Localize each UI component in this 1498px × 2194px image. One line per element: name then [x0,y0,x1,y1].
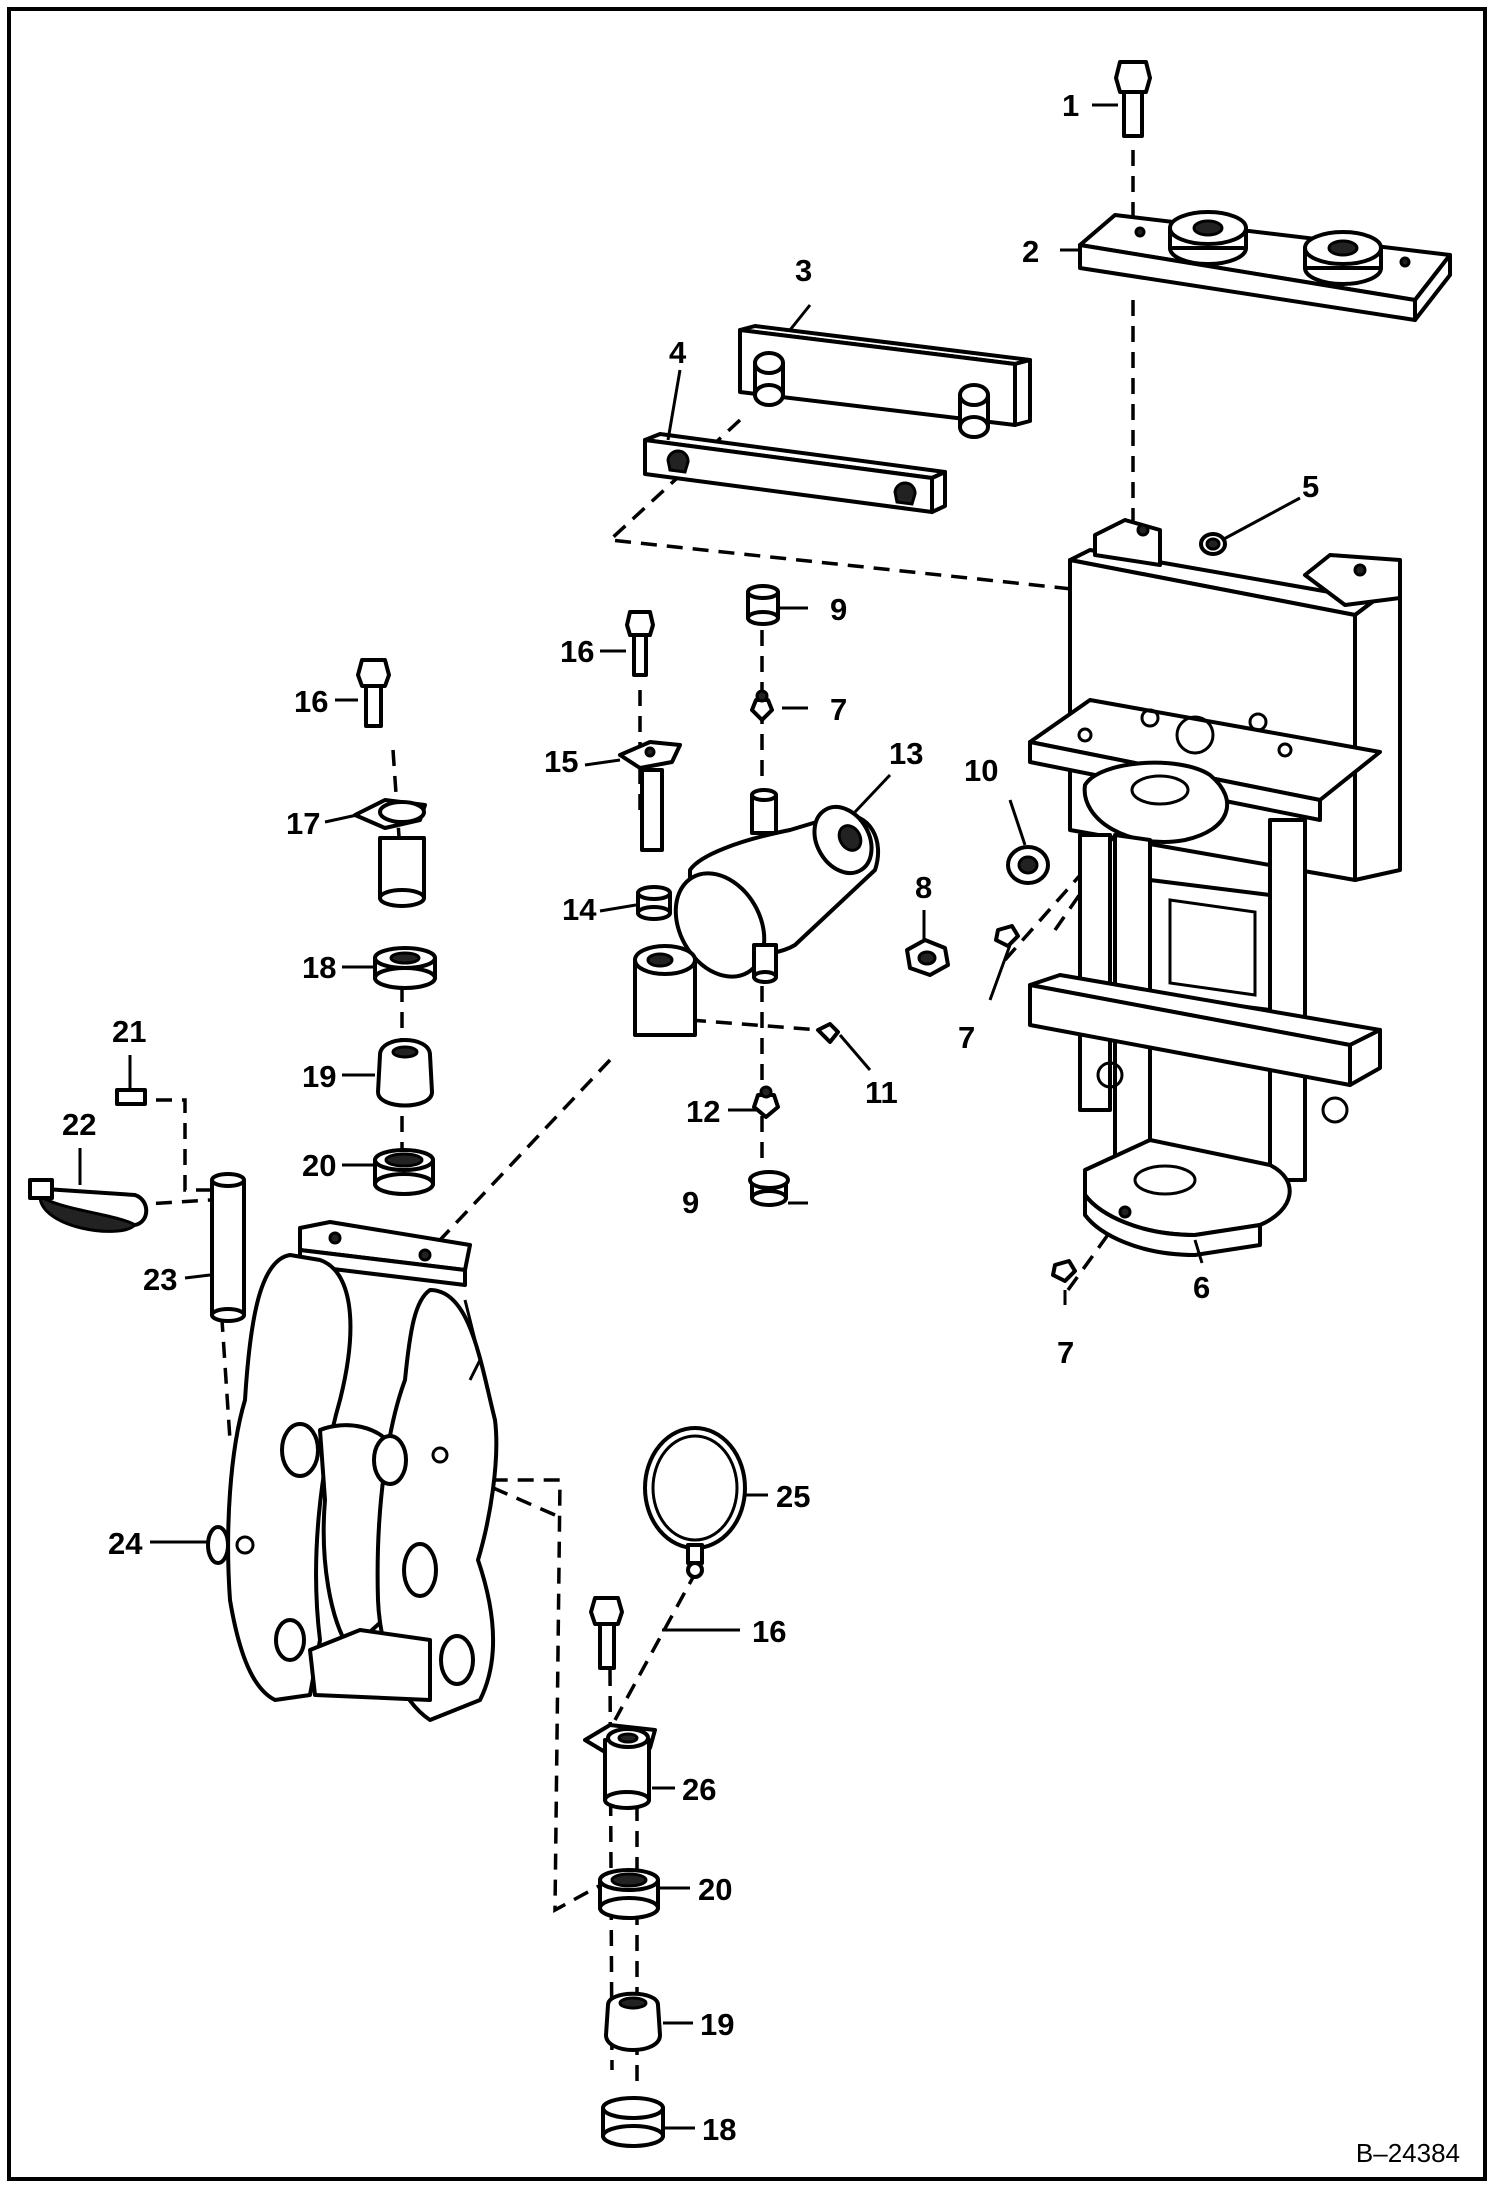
callout-6: 6 [1193,1270,1210,1305]
part-8-hex-nut [905,938,950,977]
part-20-bushing-left [373,1148,435,1196]
part-12-fitting [752,1085,780,1119]
callout-12: 12 [686,1094,720,1129]
callout-1: 1 [1062,88,1079,123]
drawing-code: B–24384 [1356,2138,1460,2168]
part-11-fitting [816,1022,840,1044]
part-7-grease-fittings [750,689,1077,1283]
part-4-shim-plate [643,432,947,514]
callout-18-left: 18 [302,950,336,985]
part-16-bolt-lower [589,1596,624,1670]
callout-19-left: 19 [302,1059,336,1094]
callout-22: 22 [62,1107,96,1142]
callout-19-lower: 19 [700,2007,734,2042]
part-15-pin [618,740,682,852]
part-10-washer [1006,845,1050,885]
callout-5: 5 [1302,469,1319,504]
callout-16-upper: 16 [560,634,594,669]
callout-9-lower: 9 [682,1185,699,1220]
part-5-nut [1199,532,1227,556]
callout-14: 14 [562,892,597,927]
part-23-pin [210,1172,246,1323]
callout-10: 10 [964,753,998,788]
part-16-bolt-left [356,658,391,728]
callout-labels: 1 2 3 4 5 6 7 7 7 8 9 9 10 11 12 13 14 1… [62,88,1319,2147]
part-22-hitch-clip [28,1178,149,1233]
callout-18-lower: 18 [702,2112,736,2147]
callout-7-lower: 7 [1057,1335,1074,1370]
part-19-seal-lower [604,1991,662,2052]
callout-20-lower: 20 [698,1872,732,1907]
callout-4: 4 [669,335,687,370]
part-3-stud-plate [738,324,1032,439]
callout-16-left: 16 [294,684,328,719]
part-16-bolt-upper [625,610,655,677]
callout-26: 26 [682,1772,716,1807]
callout-20-left: 20 [302,1148,336,1183]
callout-25: 25 [776,1479,810,1514]
callout-16-lower: 16 [752,1614,786,1649]
part-2-top-plate [1078,210,1452,322]
part-26-pin [583,1723,657,1810]
callout-7-upper: 7 [830,692,847,727]
part-14-bushing [636,885,672,921]
part-24-swing-casting [206,1220,499,1722]
callout-3: 3 [795,253,812,288]
callout-21: 21 [112,1014,146,1049]
callout-24: 24 [108,1526,143,1561]
part-9-bushing-top [746,584,780,626]
callout-7-middle: 7 [958,1020,975,1055]
part-13-pivot-housing [633,788,881,1037]
callout-2: 2 [1022,234,1039,269]
part-25-seal-ring [643,1426,747,1579]
callout-13: 13 [889,736,923,771]
callout-15: 15 [544,744,578,779]
part-20-bushing-lower [598,1868,660,1920]
part-17-pin [353,798,427,908]
part-1-bolt [1114,60,1152,138]
part-9-bushing-bottom [748,1170,790,1207]
part-21-roll-pin [115,1088,147,1106]
part-18-ring-left [373,946,437,990]
part-18-ring-lower [601,2096,665,2148]
callout-8: 8 [915,870,932,905]
leader-lines [78,103,1301,2130]
callout-11: 11 [865,1075,898,1110]
callout-9-upper: 9 [830,592,847,627]
part-19-seal-left [376,1038,434,1108]
part-6-mount-frame [1028,518,1402,1257]
callout-17: 17 [286,806,320,841]
callout-23: 23 [143,1262,177,1297]
